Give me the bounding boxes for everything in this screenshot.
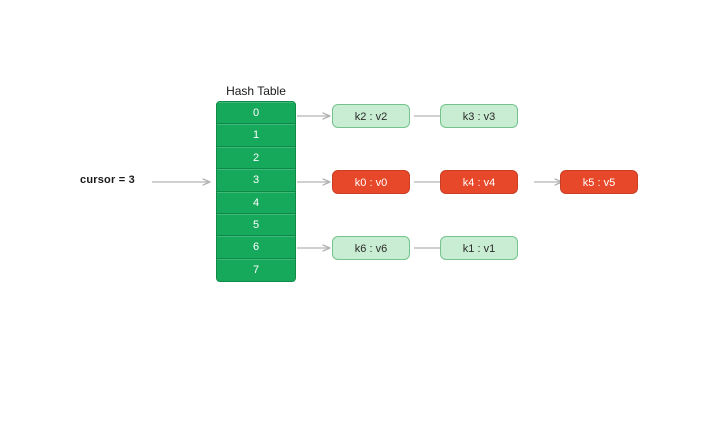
chain-node-k5[interactable]: k5 : v5 (560, 170, 638, 194)
chain-node-k6[interactable]: k6 : v6 (332, 236, 410, 260)
hash-slot-2[interactable]: 2 (217, 146, 295, 170)
hash-table: 0 1 2 3 4 5 6 7 (216, 101, 296, 283)
chain-node-k3[interactable]: k3 : v3 (440, 104, 518, 128)
chain-node-k4[interactable]: k4 : v4 (440, 170, 518, 194)
chain-node-k1[interactable]: k1 : v1 (440, 236, 518, 260)
hash-slot-6[interactable]: 6 (217, 236, 295, 259)
hash-table-title: Hash Table (226, 84, 286, 98)
hash-slot-3[interactable]: 3 (217, 169, 295, 192)
hash-slot-7[interactable]: 7 (217, 258, 295, 282)
cursor-label: cursor = 3 (80, 174, 135, 186)
chain-node-k0[interactable]: k0 : v0 (332, 170, 410, 194)
chain-node-k2[interactable]: k2 : v2 (332, 104, 410, 128)
hash-slot-0[interactable]: 0 (217, 102, 295, 125)
hash-slot-1[interactable]: 1 (217, 124, 295, 147)
hash-slot-5[interactable]: 5 (217, 213, 295, 237)
hash-slot-4[interactable]: 4 (217, 191, 295, 214)
